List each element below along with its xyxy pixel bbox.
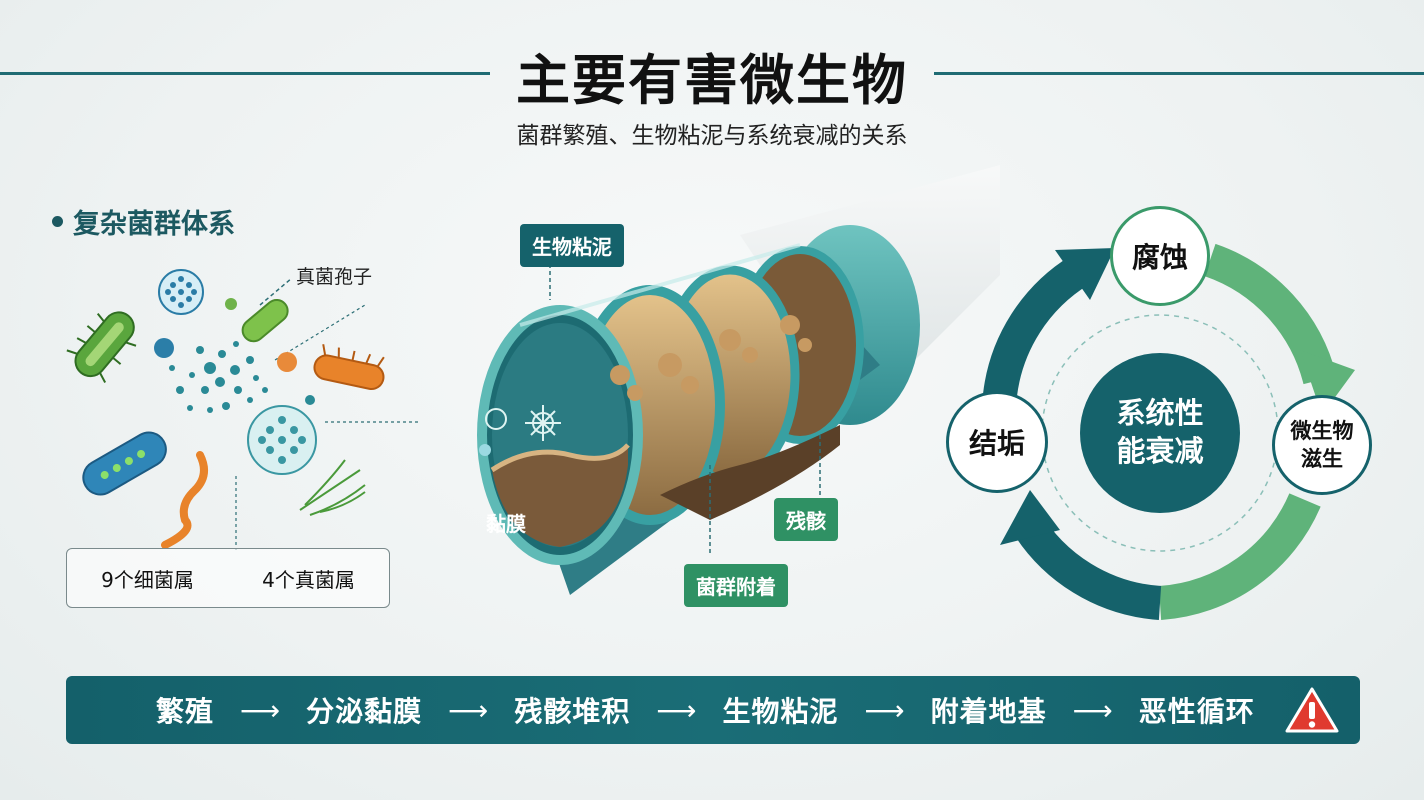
biofilm-label: 黏膜 [486,512,526,536]
flow-arrow-icon: ⟶ [864,693,905,727]
growth-label-line2: 滋生 [1301,447,1343,471]
slime-tag: 生物粘泥 [520,224,624,267]
page-subtitle: 菌群繁殖、生物粘泥与系统衰减的关系 [516,123,908,149]
flow-arrow-icon: ⟶ [1072,693,1113,727]
rod-bacterium-green-icon [66,311,137,383]
fungal-spore-icon [247,405,317,475]
flow-step-residue-buildup: 残骸堆积 [514,695,631,728]
flow-step-vicious-cycle: 恶性循环 [1138,695,1255,728]
page-title: 主要有害微生物 [516,49,908,112]
warning-triangle-icon [1285,687,1339,733]
orange-bacterium-icon [313,344,385,390]
flow-arrow-icon: ⟶ [240,693,281,727]
spiral-bacterium-icon [161,451,208,549]
title-rule-left [0,72,490,75]
cycle-node-corrosion: 腐蚀 [1110,206,1210,306]
center-text-line2: 能衰减 [1116,434,1204,468]
rod-bacterium-blue-icon [82,431,167,496]
spore-dots-cluster [169,341,268,413]
flow-step-attach-foundation: 附着地基 [930,695,1047,728]
system-decline-center: 系统性 能衰减 [1080,353,1240,513]
spiky-microbe-blue-icon [158,269,204,315]
inner-microbe-icon [485,405,561,441]
growth-label-line1: 微生物 [1290,418,1354,443]
flow-arrow-icon: ⟶ [448,693,489,727]
bullet-icon [52,216,63,227]
fungal-spore-label: 真菌孢子 [296,266,373,288]
center-text-line1: 系统性 [1116,396,1204,431]
corrosion-label: 腐蚀 [1131,241,1188,274]
section-heading-text: 复杂菌群体系 [73,209,235,240]
flow-arrow-icon: ⟶ [656,693,697,727]
bacteria-genus-count: 9个细菌属 [101,567,194,592]
flow-step-secrete-membrane: 分泌黏膜 [306,695,423,728]
residue-clumps [610,315,812,401]
rod-bacterium-lime-icon [241,298,289,343]
flow-step-bio-slime: 生物粘泥 [722,695,839,728]
genus-count-box: 9个细菌属 4个真菌属 [66,548,390,608]
fungi-genus-count: 4个真菌属 [262,567,355,592]
section-heading-microbes: 复杂菌群体系 [52,202,235,241]
decline-cycle-arrows [983,243,1355,620]
fungal-hyphae-icon [299,459,366,516]
microbe-cluster-illustration [66,269,420,550]
title-rule-right [934,72,1424,75]
process-flow-bar: 繁殖 ⟶ 分泌黏膜 ⟶ 残骸堆积 ⟶ 生物粘泥 ⟶ 附着地基 ⟶ 恶性循环 [66,676,1360,744]
cycle-node-scaling: 结垢 [946,391,1048,493]
residue-tag: 残骸 [774,498,838,541]
scaling-label: 结垢 [968,427,1025,460]
cycle-node-microbial-growth: 微生物 滋生 [1272,395,1372,495]
colony-attachment-tag: 菌群附着 [684,564,788,607]
flow-step-reproduction: 繁殖 [156,695,215,728]
pipe-cross-section-illustration [477,165,1000,595]
